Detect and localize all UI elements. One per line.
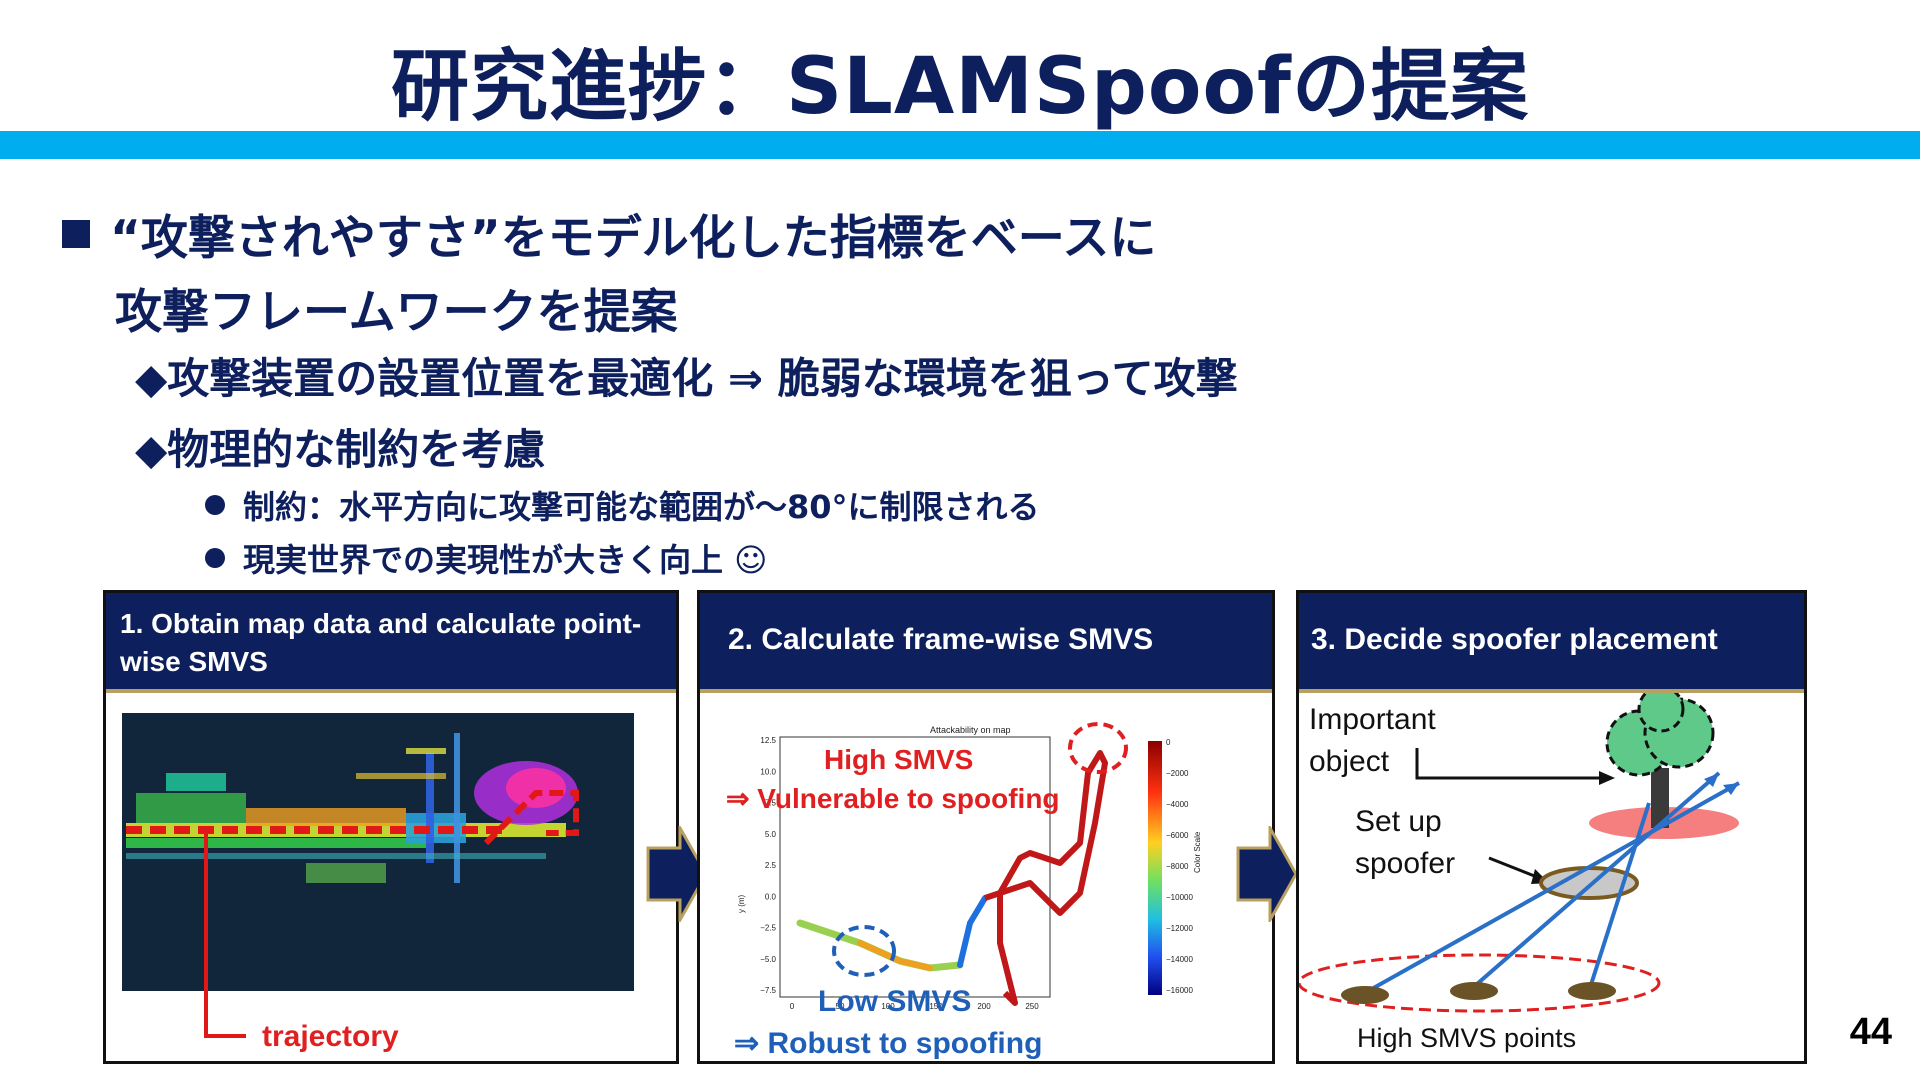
bullet-sub-1: ◆攻撃装置の設置位置を最適化 ⇒ 脆弱な環境を狙って攻撃 [135, 345, 1238, 406]
bullet-subsub-1: 制約：水平方向に攻撃可能な範囲が～80°に制限される [205, 482, 1040, 528]
square-bullet-icon [62, 220, 90, 248]
pointer-arrowhead-icon [1599, 771, 1615, 785]
title-accent-bar [0, 131, 1920, 159]
tick-label: 5.0 [765, 830, 777, 839]
panel3-heading: 3. Decide spoofer placement [1299, 593, 1804, 693]
placement-diagram: Important object Set up spoofer High SMV… [1299, 693, 1804, 1061]
tick-label: 0.0 [765, 892, 777, 901]
high-smvs-label: High SMVS [824, 744, 973, 775]
panel1-heading-line2: wise SMVS [120, 643, 662, 681]
panel1-heading: 1. Obtain map data and calculate point- … [106, 593, 676, 693]
tick-label: 0 [1166, 738, 1171, 747]
page-number: 44 [1850, 1011, 1892, 1054]
dot-bullet-icon [205, 548, 225, 568]
panel-spoofer-placement: 3. Decide spoofer placement Important ob… [1296, 590, 1807, 1064]
tick-label: 200 [977, 1002, 991, 1011]
high-smvs-circle [1070, 724, 1126, 772]
plot-area [780, 737, 1050, 997]
y-axis-label: y (m) [737, 894, 746, 913]
tick-label: −4000 [1166, 800, 1189, 809]
y-tick-labels: 12.510.07.55.02.50.0−2.5−5.0−7.5 [760, 736, 776, 995]
setup-label-line2: spoofer [1355, 847, 1455, 880]
smvs-point [1450, 982, 1498, 1000]
tick-label: −2.5 [760, 924, 776, 933]
robust-label: ⇒ Robust to spoofing [734, 1027, 1042, 1060]
tick-label: −8000 [1166, 862, 1189, 871]
tick-label: 12.5 [760, 736, 776, 745]
vulnerable-label: ⇒ Vulnerable to spoofing [726, 783, 1060, 814]
tick-label: −5.0 [760, 955, 776, 964]
high-smvs-points-label: High SMVS points [1357, 1023, 1576, 1053]
point-cloud-background [122, 713, 634, 991]
colorbar-label: Color Scale [1193, 831, 1202, 873]
important-label-line2: object [1309, 745, 1390, 778]
bullet-subsub-1-text: 制約：水平方向に攻撃可能な範囲が～80°に制限される [243, 488, 1040, 526]
tick-label: −14000 [1166, 955, 1193, 964]
bullet-sub-2: ◆物理的な制約を考慮 [135, 416, 545, 477]
low-smvs-label: Low SMVS [818, 985, 971, 1018]
flow-arrow-2-icon [1236, 826, 1298, 922]
tick-label: −12000 [1166, 924, 1193, 933]
point-cloud-map: trajectory [106, 693, 676, 1061]
important-label-line1: Important [1309, 703, 1436, 736]
plot-title: Attackability on map [930, 725, 1011, 735]
tick-label: 2.5 [765, 861, 777, 870]
bullet-main: “攻撃されやすさ”をモデル化した指標をベースに [62, 205, 1156, 273]
colorbar [1148, 741, 1162, 995]
tick-label: −2000 [1166, 769, 1189, 778]
dot-bullet-icon [205, 495, 225, 515]
panel1-heading-line1: 1. Obtain map data and calculate point- [120, 605, 662, 643]
smvs-point [1568, 982, 1616, 1000]
tick-label: 10.0 [760, 767, 776, 776]
tick-label: −16000 [1166, 986, 1193, 995]
tick-label: 250 [1025, 1002, 1039, 1011]
smvs-plot: Attackability on map y (m) 12.510.07.55.… [700, 693, 1272, 1061]
bullet-main-line1: “攻撃されやすさ”をモデル化した指標をベースに [110, 211, 1156, 266]
bullet-subsub-2-text: 現実世界での実現性が大きく向上 ☺ [243, 541, 768, 579]
tick-label: 0 [790, 1002, 795, 1011]
tick-label: −7.5 [760, 986, 776, 995]
colorbar-tick-labels: 0 −2000 −4000 −6000 −8000 −10000 −12000 −14000 −… [1166, 738, 1193, 995]
bullet-subsub-2: 現実世界での実現性が大きく向上 ☺ [205, 535, 768, 581]
trajectory-label: trajectory [262, 1020, 399, 1053]
bullet-main-line2: 攻撃フレームワークを提案 [115, 273, 678, 342]
setup-label-line1: Set up [1355, 805, 1442, 838]
panel-map-data: 1. Obtain map data and calculate point- … [103, 590, 679, 1064]
slide-title: 研究進捗：SLAMSpoofの提案 [0, 24, 1920, 136]
tick-label: −6000 [1166, 831, 1189, 840]
tick-label: −10000 [1166, 893, 1193, 902]
smvs-point [1341, 986, 1389, 1004]
panel-frame-smvs: 2. Calculate frame-wise SMVS Attackabili… [697, 590, 1275, 1064]
panel2-heading: 2. Calculate frame-wise SMVS [700, 593, 1272, 693]
